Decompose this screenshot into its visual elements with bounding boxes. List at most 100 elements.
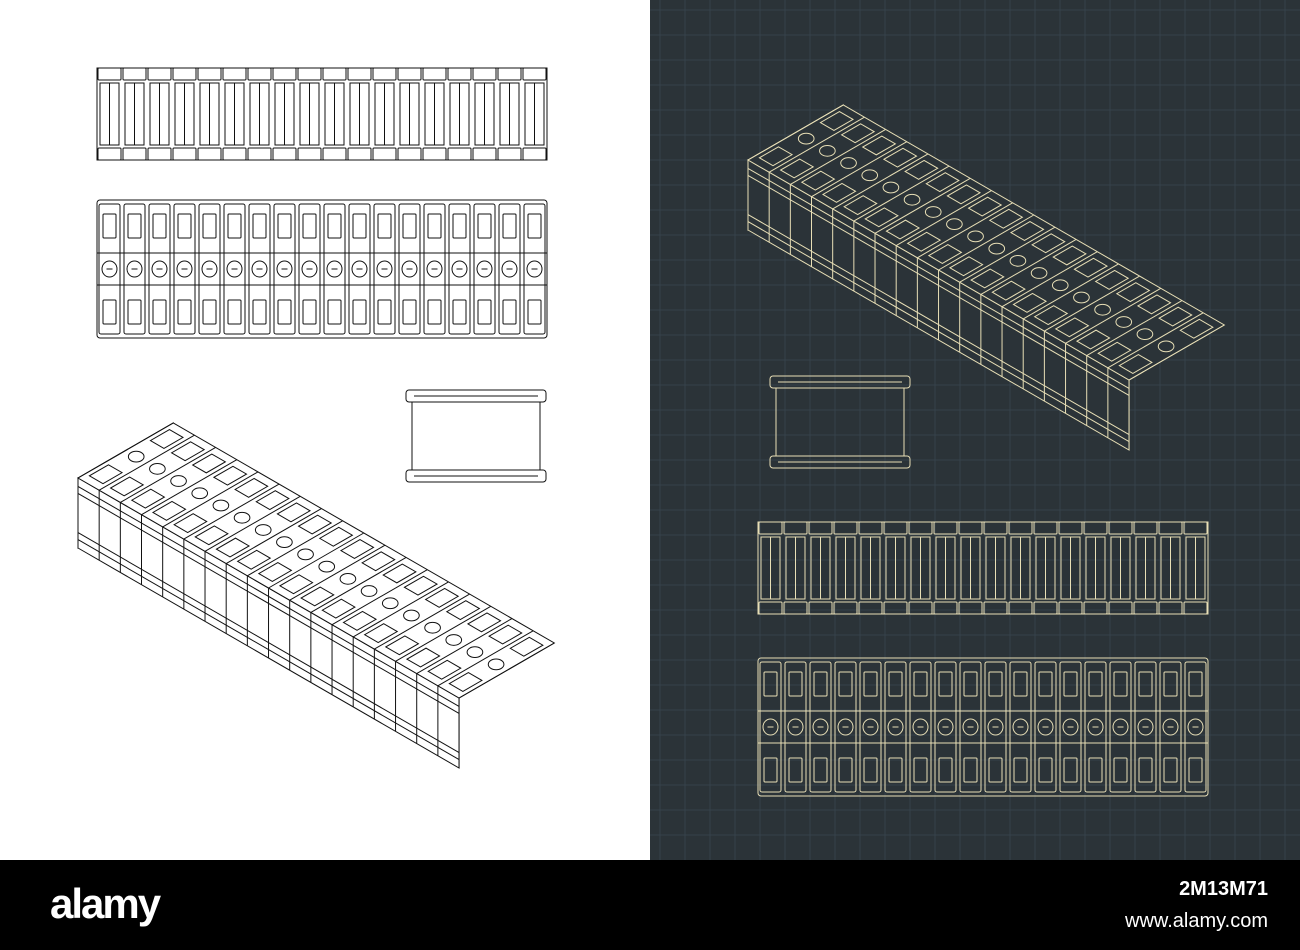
iso-terminal	[342, 610, 378, 631]
side-view-blueprint	[769, 375, 911, 469]
iso-terminal	[445, 600, 481, 621]
cell-top-tab	[472, 67, 497, 81]
iso-terminal	[861, 135, 897, 156]
terminal-bottom-window	[1138, 757, 1153, 783]
top-view-outline	[757, 521, 1209, 615]
iso-terminal	[1136, 294, 1172, 315]
terminal-bottom-window	[813, 757, 828, 783]
cell-top-tab	[833, 521, 858, 535]
cell-top-tab	[858, 521, 883, 535]
terminal-top-window	[127, 213, 142, 239]
terminal-top-window	[1013, 671, 1028, 697]
cell-bottom-tab	[808, 601, 833, 615]
terminal-bottom-window	[838, 757, 853, 783]
blueprint-panel	[650, 0, 1300, 860]
iso-vent	[946, 218, 963, 231]
cell-frame	[1009, 661, 1032, 793]
vent-ellipse	[987, 718, 1004, 736]
terminal-bottom-window	[202, 299, 217, 325]
iso-vent	[149, 462, 166, 475]
cell-bottom-tab	[758, 601, 783, 615]
cell-bottom-tab	[1158, 601, 1183, 615]
iso-top-divider	[1065, 287, 1162, 344]
cell-frame	[473, 203, 496, 335]
iso-terminal	[1075, 329, 1111, 350]
cell-top-tab	[1183, 521, 1208, 535]
cell-bottom-tab	[522, 147, 547, 161]
terminal-top-window	[377, 213, 392, 239]
terminal-top-window	[527, 213, 542, 239]
iso-vent	[424, 621, 441, 634]
cell-bottom-tab	[322, 147, 347, 161]
iso-terminal	[170, 441, 206, 462]
iso-terminal	[948, 256, 984, 277]
cell-bottom-tab	[908, 601, 933, 615]
terminal-bottom-window	[913, 757, 928, 783]
iso-terminal	[970, 268, 1005, 289]
iso-terminal	[109, 476, 145, 497]
iso-terminal	[991, 280, 1026, 301]
terminal-top-window	[202, 213, 217, 239]
iso-top-divider	[183, 483, 280, 540]
iso-top-divider	[747, 104, 844, 161]
vent-ellipse	[1112, 718, 1129, 736]
iso-vent	[233, 511, 251, 524]
cell-top-tab	[372, 67, 397, 81]
cell-top-tab	[783, 521, 808, 535]
vent-ellipse	[476, 260, 493, 278]
iso-terminal	[819, 111, 855, 131]
cell-top-tab	[1058, 521, 1083, 535]
terminal-top-window	[838, 671, 853, 697]
iso-terminal	[843, 195, 878, 216]
cell-frame	[423, 203, 446, 335]
image-id: 2M13M71	[1179, 878, 1268, 900]
iso-terminal	[321, 598, 356, 619]
terminal-bottom-window	[1038, 757, 1053, 783]
isometric-view-blueprint	[747, 104, 1226, 451]
terminal-bottom-window	[152, 299, 167, 325]
cell-frame	[323, 203, 346, 335]
cell-top-tab	[322, 67, 347, 81]
vent-ellipse	[501, 260, 518, 278]
terminal-bottom-window	[788, 757, 803, 783]
cell-frame	[223, 203, 246, 335]
iso-terminal	[212, 465, 248, 486]
iso-terminal	[885, 219, 921, 240]
cell-top-tab	[447, 67, 472, 81]
cell-top-tab	[172, 67, 197, 81]
terminal-top-window	[963, 671, 978, 697]
iso-terminal	[215, 537, 251, 558]
cell-bottom-tab	[783, 601, 808, 615]
cell-bottom-tab	[272, 147, 297, 161]
terminal-top-window	[327, 213, 342, 239]
cell-frame	[959, 661, 982, 793]
vent-ellipse	[1012, 718, 1029, 736]
iso-terminal	[1031, 233, 1066, 254]
iso-band	[77, 532, 460, 754]
isometric-view-light	[77, 422, 556, 769]
iso-terminal	[88, 464, 124, 485]
iso-terminal	[255, 490, 290, 511]
cell-top-tab	[222, 67, 247, 81]
iso-top-divider	[1044, 275, 1140, 332]
vent-ellipse	[837, 718, 854, 736]
terminal-bottom-window	[252, 299, 267, 325]
iso-top-divider	[204, 495, 301, 552]
iso-terminal	[906, 231, 942, 252]
cell-frame	[348, 203, 371, 335]
terminal-bottom-window	[327, 299, 342, 325]
vent-ellipse	[126, 260, 143, 278]
cell-frame	[784, 661, 807, 793]
iso-terminal	[130, 488, 166, 509]
iso-terminal	[1009, 221, 1045, 241]
cell-bottom-tab	[447, 147, 472, 161]
terminal-top-window	[227, 213, 242, 239]
iso-top-divider	[768, 116, 865, 173]
iso-terminal	[276, 502, 312, 523]
vent-ellipse	[451, 260, 468, 278]
iso-top-divider	[938, 214, 1035, 271]
cell-bottom-tab	[222, 147, 247, 161]
cell-frame	[1134, 661, 1157, 793]
vent-ellipse	[812, 718, 829, 736]
iso-top-divider	[98, 434, 195, 491]
